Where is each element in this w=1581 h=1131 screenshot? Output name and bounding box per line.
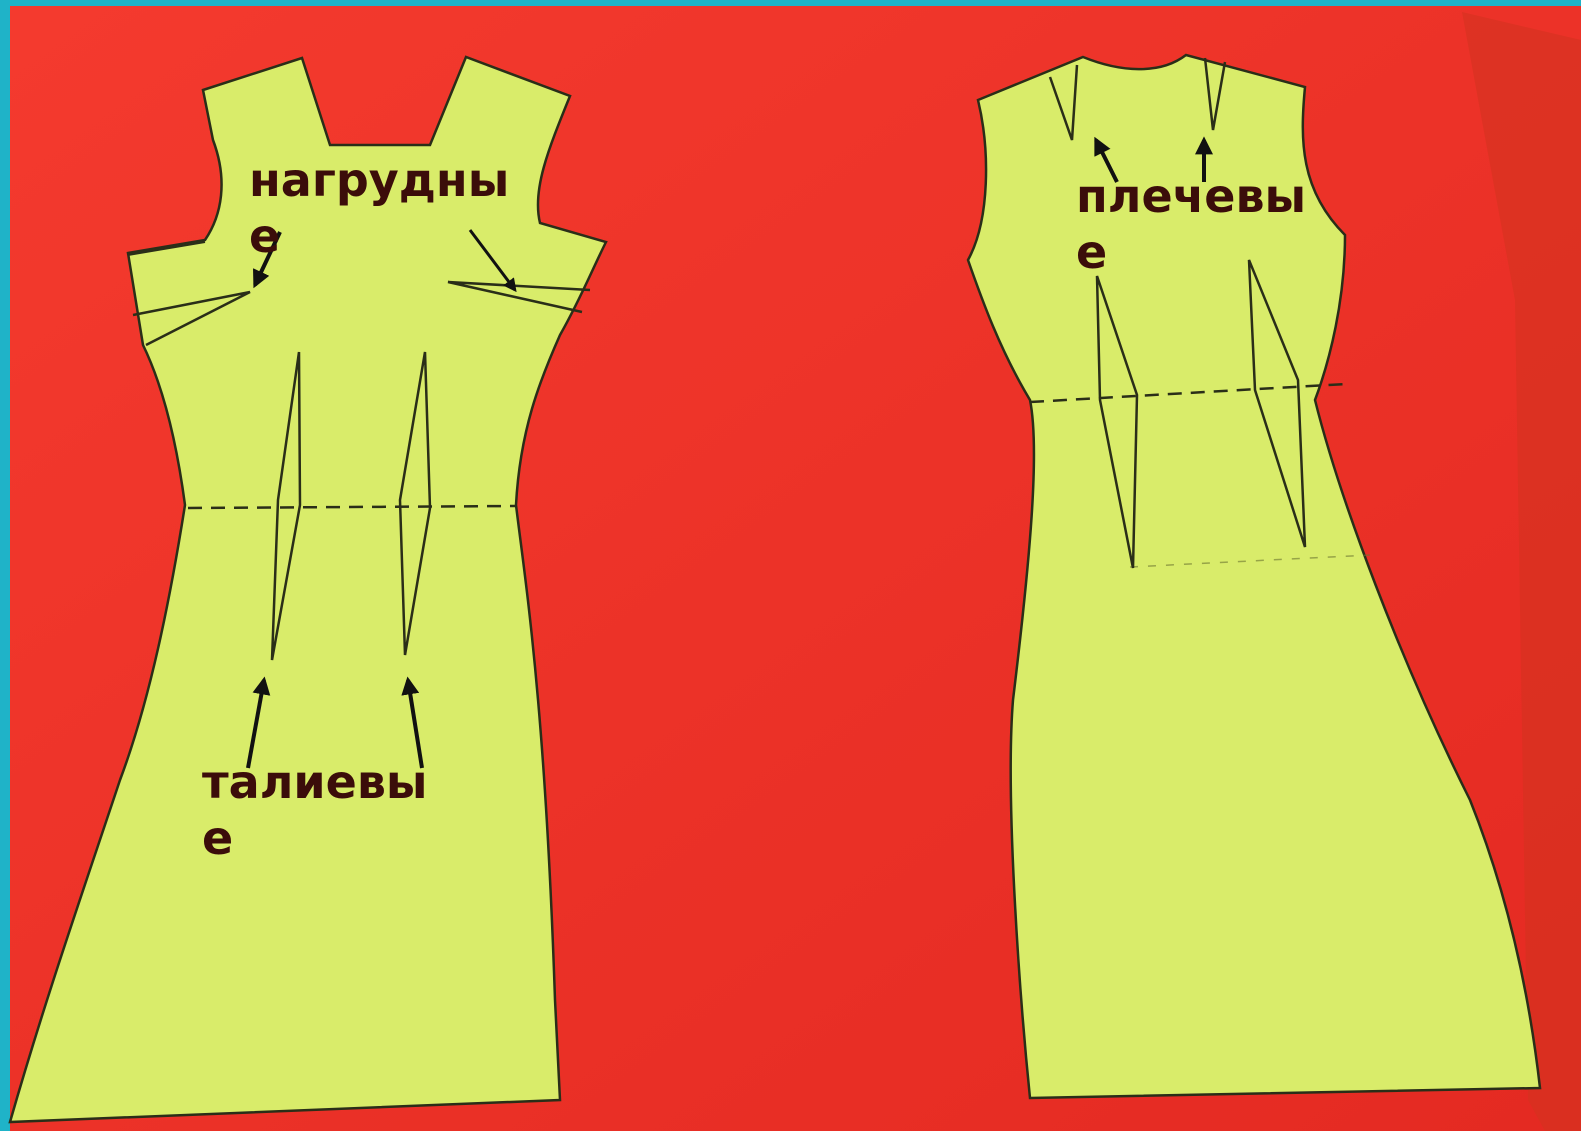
label-shoulder-line2: е (1076, 225, 1107, 279)
label-waist-line2: е (202, 811, 233, 865)
label-bust-line2: е (249, 209, 280, 263)
label-waist-line1: талиевы (202, 755, 428, 809)
label-shoulder-line1: плечевы (1076, 169, 1306, 223)
label-bust-line1: нагрудны (249, 153, 509, 207)
